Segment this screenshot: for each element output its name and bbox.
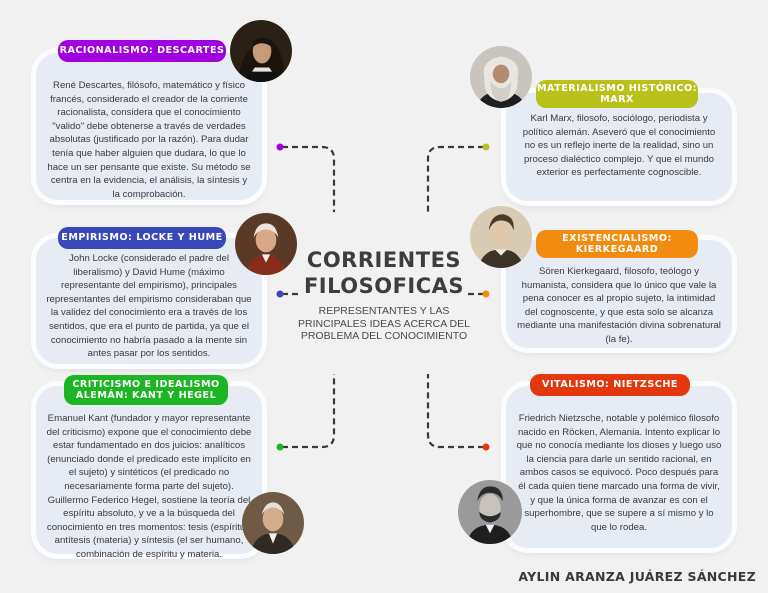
card-empirismo: John Locke (considerado el padre del lib… (36, 238, 262, 364)
main-subtitle: REPRESENTANTES Y LAS PRINCIPALES IDEAS A… (298, 305, 470, 342)
dot-criticismo (276, 443, 284, 451)
label-materialismo: MATERIALISMO HISTÓRICO: MARX (536, 80, 698, 108)
card-criticismo-text: Emanuel Kant (fundador y mayor represent… (46, 413, 252, 560)
card-vitalismo: Friedrich Nietzsche, notable y polémico … (506, 386, 732, 548)
dot-existencialismo (482, 290, 490, 298)
card-vitalismo-text: Friedrich Nietzsche, notable y polémico … (516, 413, 722, 533)
main-title-line2: FILOSOFICAS (303, 274, 465, 298)
dot-vitalismo (482, 443, 490, 451)
card-racionalismo: René Descartes, filósofo, matemático y f… (36, 53, 262, 200)
label-empirismo: EMPIRISMO: LOCKE Y HUME (58, 227, 226, 249)
label-criticismo-line1: CRITICISMO E IDEALISMO (72, 378, 220, 390)
card-materialismo-text: Karl Marx, filosofo, sociólogo, periodis… (522, 113, 716, 179)
nietzsche-portrait (458, 480, 522, 544)
label-vitalismo: VITALISMO: NIETZSCHE (530, 374, 690, 396)
label-materialismo-line2: MARX (600, 94, 634, 105)
hume-portrait (235, 213, 297, 275)
kierkegaard-portrait (470, 206, 532, 268)
connector-vitalismo (426, 374, 484, 449)
descartes-portrait (230, 20, 292, 82)
card-existencialismo: Sören Kierkegaard, filosofo, teólogo y h… (506, 240, 732, 348)
dot-racionalismo (276, 143, 284, 151)
connector-materialismo (426, 145, 484, 212)
card-existencialismo-text: Sören Kierkegaard, filosofo, teólogo y h… (517, 266, 721, 345)
label-existencialismo: EXISTENCIALISMO: KIERKEGAARD (536, 230, 698, 258)
main-title-line1: CORRIENTES (306, 248, 462, 272)
label-criticismo: CRITICISMO E IDEALISMO ALEMÁN: KANT Y HE… (64, 375, 228, 405)
label-racionalismo: RACIONALISMO: DESCARTES (58, 40, 226, 62)
card-racionalismo-text: René Descartes, filósofo, matemático y f… (47, 80, 251, 200)
label-materialismo-line1: MATERIALISMO HISTÓRICO: (536, 82, 698, 94)
card-empirismo-text: John Locke (considerado el padre del lib… (46, 253, 252, 360)
card-criticismo: Emanuel Kant (fundador y mayor represent… (36, 386, 262, 560)
author-name: AYLIN ARANZA JUÁREZ SÁNCHEZ (518, 569, 756, 584)
card-materialismo: Karl Marx, filosofo, sociólogo, periodis… (506, 93, 732, 201)
dot-materialismo (482, 143, 490, 151)
label-criticismo-line2: ALEMÁN: KANT Y HEGEL (75, 390, 217, 401)
connector-racionalismo (282, 145, 336, 212)
label-existencialismo-line1: EXISTENCIALISMO: (562, 232, 672, 244)
dot-empirismo (276, 290, 284, 298)
kant-portrait (242, 492, 304, 554)
label-existencialismo-line2: KIERKEGAARD (575, 244, 659, 255)
connector-criticismo (282, 374, 336, 449)
main-title: CORRIENTES FILOSOFICAS (296, 247, 472, 299)
marx-portrait (470, 46, 532, 108)
